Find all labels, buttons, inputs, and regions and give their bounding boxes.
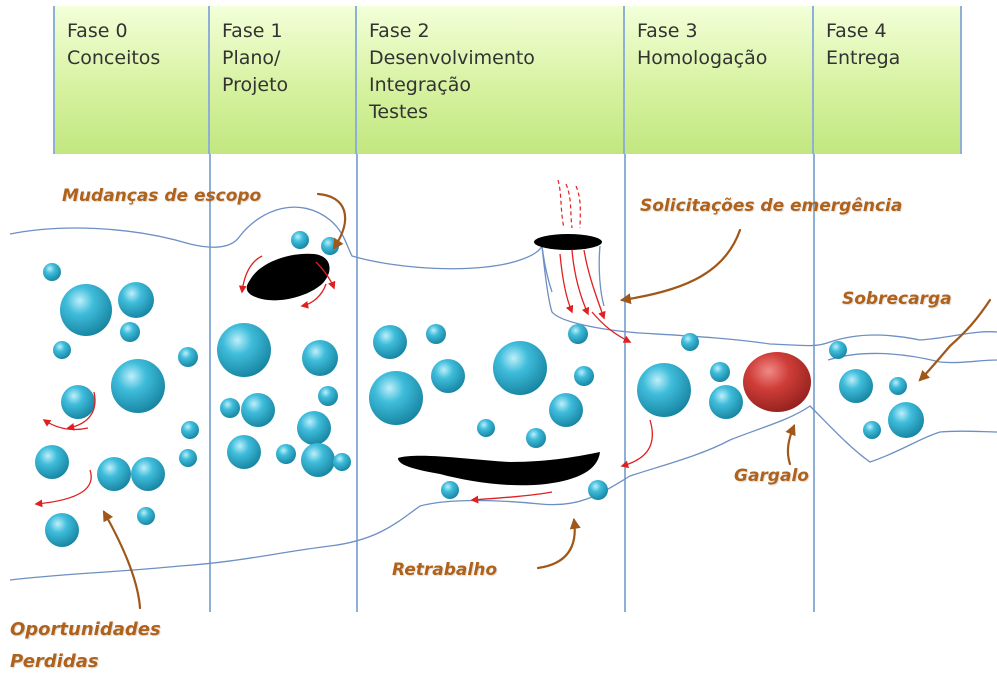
- work-item-bubble: [35, 445, 69, 479]
- work-item-bubble: [441, 481, 459, 499]
- work-item-bubble: [889, 377, 907, 395]
- callout-lost-opportunities-line-1: Oportunidades: [10, 614, 161, 646]
- callout-rework: Retrabalho: [392, 560, 497, 580]
- callout-overload: Sobrecarga: [842, 289, 952, 309]
- brown-pointer-arrow: [104, 512, 140, 608]
- work-item-bubble: [574, 366, 594, 386]
- brown-pointer-arrow: [538, 520, 575, 568]
- work-item-bubble: [179, 449, 197, 467]
- work-item-bubble: [181, 421, 199, 439]
- work-item-bubble: [637, 363, 691, 417]
- brown-pointer-arrow: [920, 300, 990, 380]
- work-item-bubble: [369, 371, 423, 425]
- work-item-bubble: [526, 428, 546, 448]
- work-item-bubble: [493, 341, 547, 395]
- work-item-bubble: [217, 323, 271, 377]
- work-item-bubble: [276, 444, 296, 464]
- flow-bottom-edge: [10, 406, 997, 580]
- red-flow-arrow: [560, 254, 572, 312]
- work-item-bubble: [373, 325, 407, 359]
- work-item-bubble: [220, 398, 240, 418]
- work-item-bubble: [710, 362, 730, 382]
- work-item-bubble: [111, 359, 165, 413]
- brown-pointer-arrow: [788, 426, 794, 464]
- work-item-bubble: [681, 333, 699, 351]
- work-item-bubble: [61, 385, 95, 419]
- work-item-bubble: [291, 231, 309, 249]
- flow-inner-bottom: [828, 353, 997, 362]
- work-item-bubble: [297, 411, 331, 445]
- work-item-bubble: [588, 480, 608, 500]
- work-item-bubble: [178, 347, 198, 367]
- red-flow-arrow: [566, 184, 572, 228]
- callout-bottleneck: Gargalo: [734, 466, 809, 486]
- callout-lost-opportunities: Oportunidades Perdidas: [10, 614, 161, 678]
- red-flow-arrow: [44, 420, 88, 430]
- work-item-bubble: [118, 282, 154, 318]
- emergency-funnel-cap: [534, 234, 602, 250]
- work-item-bubble: [477, 419, 495, 437]
- work-item-bubble: [53, 341, 71, 359]
- work-item-bubble: [318, 386, 338, 406]
- work-item-bubble: [241, 393, 275, 427]
- red-flow-arrow: [472, 492, 552, 500]
- work-item-bubble: [227, 435, 261, 469]
- callout-lost-opportunities-line-2: Perdidas: [10, 646, 161, 678]
- scope-change-obstacle: [247, 254, 330, 301]
- rework-obstacle: [398, 452, 600, 485]
- work-item-bubble: [120, 322, 140, 342]
- work-item-bubble: [302, 340, 338, 376]
- work-item-bubble: [137, 507, 155, 525]
- flow-top-edge: [10, 207, 997, 346]
- callout-scope-changes: Mudanças de escopo: [62, 186, 261, 206]
- brown-pointer-arrow: [622, 230, 740, 300]
- work-item-bubble: [426, 324, 446, 344]
- red-flow-arrow: [584, 250, 604, 318]
- red-flow-arrow: [558, 180, 564, 228]
- work-item-bubble: [568, 324, 588, 344]
- flow-funnel-right: [599, 246, 604, 306]
- work-item-bubble: [301, 443, 335, 477]
- work-item-bubble: [839, 369, 873, 403]
- work-item-bubble: [43, 263, 61, 281]
- red-flow-arrow: [622, 420, 652, 466]
- work-item-bubble: [709, 385, 743, 419]
- work-item-bubble: [333, 453, 351, 471]
- work-item-bubble: [863, 421, 881, 439]
- emergency-inflow: [558, 180, 580, 228]
- callout-emergency-requests: Solicitações de emergência: [640, 196, 902, 216]
- work-item-bubble: [549, 393, 583, 427]
- work-item-bubble: [888, 402, 924, 438]
- bottleneck-circle: [743, 352, 811, 412]
- work-item-bubble: [131, 457, 165, 491]
- work-item-bubble: [431, 359, 465, 393]
- red-flow-arrow: [576, 186, 580, 228]
- work-item-bubble: [829, 341, 847, 359]
- work-item-bubble: [97, 457, 131, 491]
- work-item-bubble: [60, 284, 112, 336]
- work-item-bubble: [45, 513, 79, 547]
